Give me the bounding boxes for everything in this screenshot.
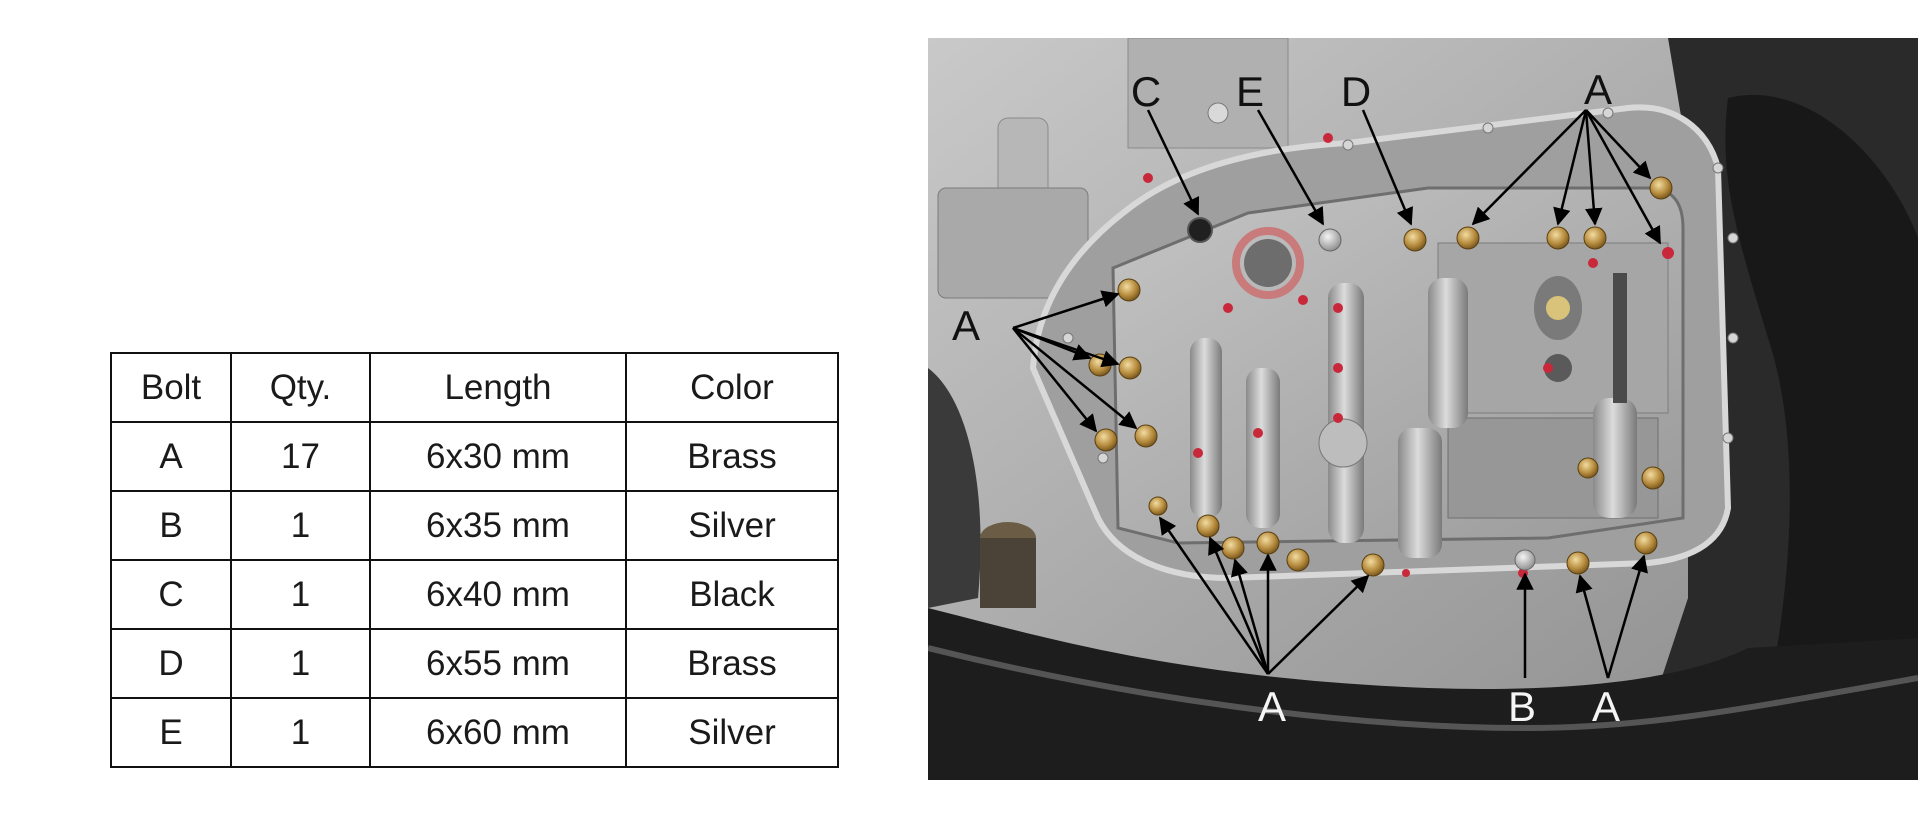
red-position-marks xyxy=(1143,133,1674,578)
table-row: E 1 6x60 mm Silver xyxy=(110,697,839,768)
color-cell: Silver xyxy=(625,697,839,768)
qty-cell: 1 xyxy=(230,628,371,699)
bolt-b-silver xyxy=(1514,549,1536,571)
qty-cell: 17 xyxy=(230,421,371,492)
bolt-cell: C xyxy=(110,559,232,630)
length-cell: 6x30 mm xyxy=(369,421,627,492)
table-row: C 1 6x40 mm Black xyxy=(110,559,839,630)
pan-flange-bolts xyxy=(1062,107,1739,464)
table-row: D 1 6x55 mm Brass xyxy=(110,628,839,699)
column-header-bolt: Bolt xyxy=(110,352,232,423)
bolt-specification-table: Bolt Qty. Length Color A 17 6x30 mm Bras… xyxy=(110,352,839,768)
brass-bolts xyxy=(1088,176,1673,577)
column-header-qty: Qty. xyxy=(230,352,371,423)
label-e: E xyxy=(1236,68,1264,115)
color-cell: Brass xyxy=(625,628,839,699)
length-cell: 6x40 mm xyxy=(369,559,627,630)
label-b-bottom: B xyxy=(1508,683,1536,730)
table-row: B 1 6x35 mm Silver xyxy=(110,490,839,561)
label-c: C xyxy=(1131,68,1161,115)
length-cell: 6x35 mm xyxy=(369,490,627,561)
table-header-row: Bolt Qty. Length Color xyxy=(110,352,839,423)
qty-cell: 1 xyxy=(230,697,371,768)
qty-cell: 1 xyxy=(230,559,371,630)
label-d: D xyxy=(1341,68,1371,115)
qty-cell: 1 xyxy=(230,490,371,561)
column-header-length: Length xyxy=(369,352,627,423)
red-o-ring xyxy=(1232,227,1304,299)
label-a-left: A xyxy=(952,302,980,349)
color-cell: Black xyxy=(625,559,839,630)
label-a-top: A xyxy=(1584,66,1612,113)
column-header-color: Color xyxy=(625,352,839,423)
label-a-bottom-right: A xyxy=(1592,683,1620,730)
bolt-cell: E xyxy=(110,697,232,768)
bolt-cell: A xyxy=(110,421,232,492)
valve-body-illustration: C E D A A A B A xyxy=(928,38,1918,780)
table-row: A 17 6x30 mm Brass xyxy=(110,421,839,492)
length-cell: 6x55 mm xyxy=(369,628,627,699)
label-a-bottom: A xyxy=(1258,683,1286,730)
valve-body-photo: C E D A A A B A xyxy=(928,38,1918,780)
bolt-cell: B xyxy=(110,490,232,561)
color-cell: Brass xyxy=(625,421,839,492)
bolt-e-silver xyxy=(1318,228,1342,252)
color-cell: Silver xyxy=(625,490,839,561)
vehicle-frame xyxy=(928,608,1918,780)
callout-arrows xyxy=(1012,109,1662,679)
length-cell: 6x60 mm xyxy=(369,697,627,768)
bolt-cell: D xyxy=(110,628,232,699)
bolt-c-black xyxy=(1187,217,1213,243)
valve-spools xyxy=(1190,273,1637,558)
